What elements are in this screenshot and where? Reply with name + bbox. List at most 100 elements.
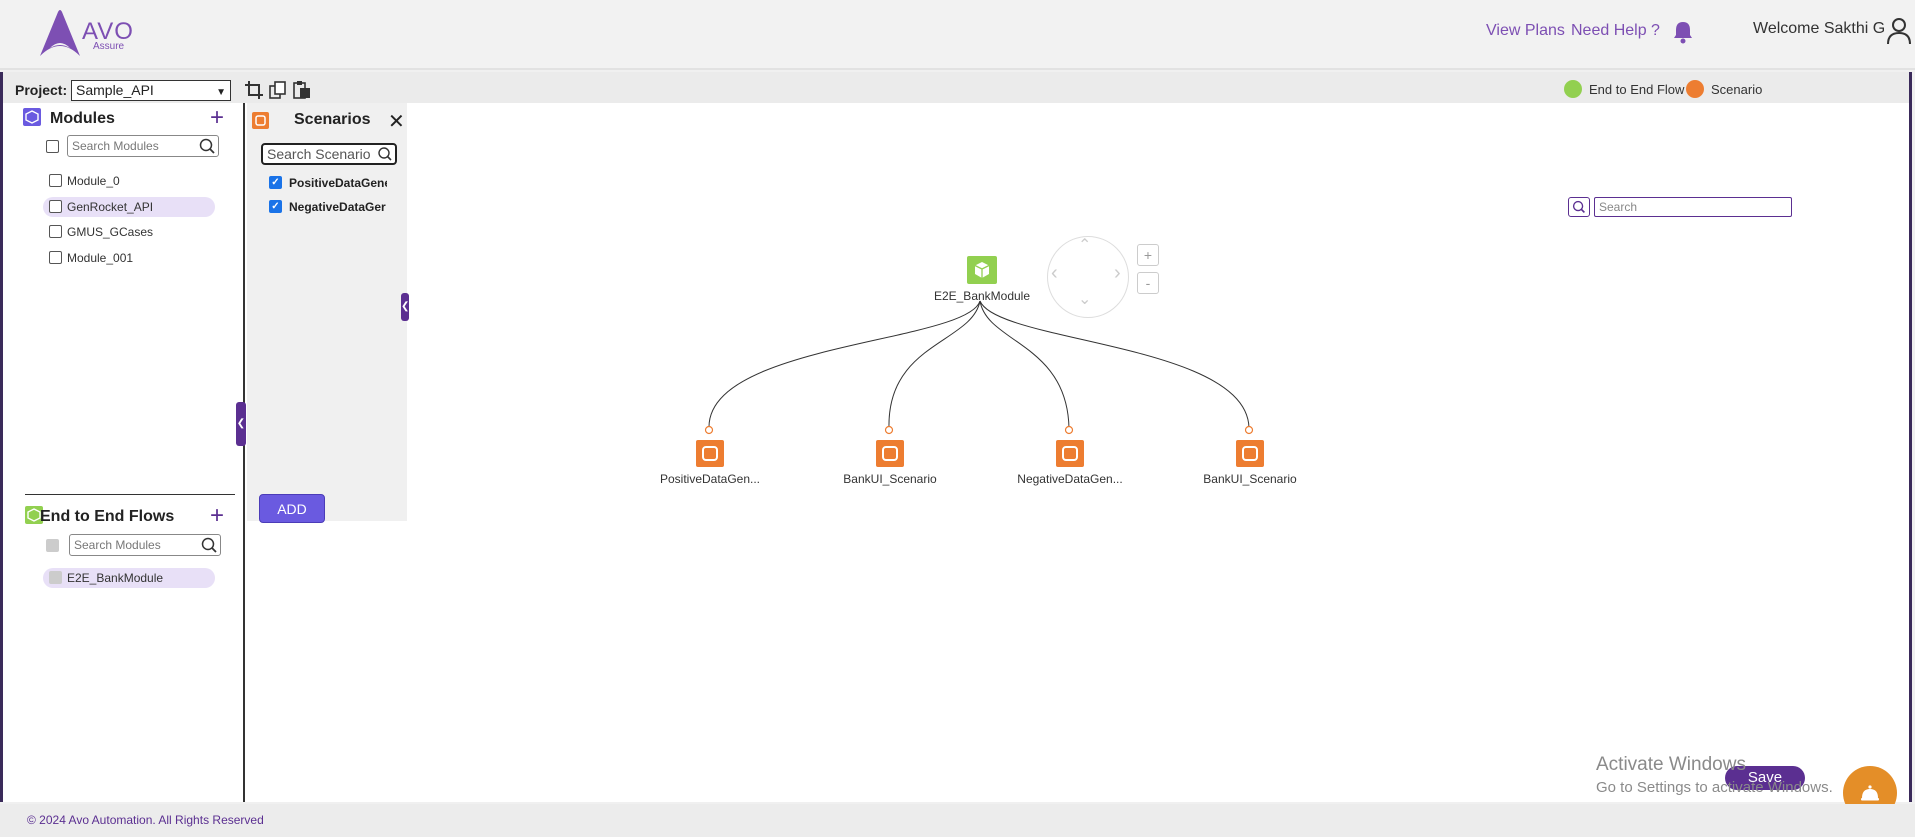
scenario-label: PositiveDataGene <box>289 176 387 190</box>
mindmap-connectors <box>704 300 1254 435</box>
avo-logo-icon[interactable] <box>20 8 140 60</box>
legend-dot-green <box>1564 80 1582 98</box>
scenario-node-label[interactable]: BankUI_Scenario <box>1203 472 1297 486</box>
select-all-modules-checkbox[interactable] <box>46 140 59 153</box>
scenario-node-label[interactable]: NegativeDataGen... <box>1017 472 1123 486</box>
activate-windows-title: Activate Windows <box>1596 754 1746 775</box>
scenario-list-item[interactable]: ✓ NegativeDataGer <box>269 200 387 214</box>
modules-title: Modules <box>50 110 115 127</box>
mindmap-workspace: Project: Sample_API ▼ End to End Flow Sc… <box>0 72 1912 802</box>
project-label: Project: <box>15 82 68 98</box>
scenario-search-placeholder: Search Scenario <box>267 146 371 162</box>
activate-windows-watermark: Activate Windows Go to Settings to activ… <box>1596 754 1833 796</box>
module-checkbox[interactable] <box>49 225 62 238</box>
legend-end-to-end-flow: End to End Flow <box>1564 80 1684 98</box>
legend-dot-orange <box>1686 80 1704 98</box>
view-plans-link[interactable]: View Plans <box>1486 22 1565 39</box>
project-toolbar: Project: Sample_API ▼ End to End Flow Sc… <box>3 72 1909 103</box>
zoom-in-button[interactable]: + <box>1137 244 1159 266</box>
module-checkbox[interactable] <box>49 200 62 213</box>
module-search-placeholder: Search Modules <box>72 139 159 153</box>
save-button[interactable]: Save <box>1725 766 1805 790</box>
scenario-search-input[interactable]: Search Scenario <box>261 143 397 165</box>
need-help-link[interactable]: Need Help ? <box>1571 22 1660 39</box>
search-icon[interactable] <box>377 146 393 162</box>
paste-icon[interactable] <box>293 81 311 99</box>
add-scenarios-button[interactable]: ADD <box>259 494 325 523</box>
module-item[interactable]: Module_001 <box>43 248 215 268</box>
canvas-search-input[interactable]: Search <box>1594 197 1792 217</box>
user-icon[interactable] <box>1886 17 1912 45</box>
mindmap-canvas[interactable]: E2E_BankModule PositiveDataGen... BankUI… <box>407 103 1909 802</box>
copyright-text: © 2024 Avo Automation. All Rights Reserv… <box>27 813 264 827</box>
flow-search-input[interactable]: Search Modules <box>69 534 221 556</box>
scenarios-panel: Scenarios ✕ Search Scenario ✓ PositiveDa… <box>247 103 409 523</box>
scenario-list-item[interactable]: ✓ PositiveDataGene <box>269 176 387 190</box>
pan-navigation-control[interactable]: ⌃ ⌄ ‹ › <box>1047 236 1129 318</box>
zoom-out-button[interactable]: - <box>1137 272 1159 294</box>
collapse-scenarios-handle[interactable]: ❮ <box>401 293 409 321</box>
scenario-label: NegativeDataGer <box>289 200 386 214</box>
scenario-node-icon[interactable] <box>876 440 904 467</box>
module-item[interactable]: Module_0 <box>43 171 215 191</box>
pan-down-icon[interactable]: ⌄ <box>1078 291 1092 308</box>
chat-bot-icon <box>1861 785 1879 801</box>
scenarios-title: Scenarios <box>294 111 371 128</box>
chevron-down-icon: ▼ <box>216 87 226 98</box>
close-icon[interactable]: ✕ <box>388 111 405 133</box>
activate-windows-subtitle: Go to Settings to activate Windows. <box>1596 779 1833 796</box>
flow-search-placeholder: Search Modules <box>74 538 161 552</box>
add-module-button[interactable]: + <box>210 104 225 131</box>
module-checkbox[interactable] <box>49 251 62 264</box>
project-select[interactable]: Sample_API ▼ <box>71 80 231 101</box>
e2e-flow-node-icon[interactable] <box>967 256 997 284</box>
root-node-label[interactable]: E2E_BankModule <box>933 289 1031 303</box>
legend-label: Scenario <box>1711 81 1763 97</box>
scenario-node-icon[interactable] <box>1236 440 1264 467</box>
scenario-icon <box>252 112 269 129</box>
module-checkbox[interactable] <box>49 174 62 187</box>
canvas-search-placeholder: Search <box>1599 200 1638 214</box>
panel-divider <box>25 494 235 495</box>
scenario-checkbox[interactable]: ✓ <box>269 200 282 213</box>
e2e-flow-icon <box>25 506 43 524</box>
scenario-node-icon[interactable] <box>1056 440 1084 467</box>
welcome-text: Welcome Sakthi G <box>1753 20 1886 37</box>
project-select-value: Sample_API <box>76 82 154 98</box>
copy-icon[interactable] <box>269 81 287 99</box>
module-label: GenRocket_API <box>67 200 154 214</box>
module-label: Module_001 <box>67 251 134 265</box>
search-icon[interactable] <box>200 536 218 554</box>
legend-label: End to End Flow <box>1589 81 1685 97</box>
flow-label: E2E_BankModule <box>67 571 164 585</box>
app-header: AVO Assure View Plans Need Help ? Welcom… <box>0 0 1915 70</box>
crop-icon[interactable] <box>245 81 263 99</box>
add-e2e-flow-button[interactable]: + <box>210 502 225 529</box>
scenario-node-icon[interactable] <box>696 440 724 467</box>
pan-right-icon[interactable]: › <box>1114 262 1121 284</box>
logo-subtitle: Assure <box>93 41 125 52</box>
logo-text: AVO <box>82 18 134 45</box>
pan-left-icon[interactable]: ‹ <box>1051 262 1058 284</box>
search-icon[interactable] <box>1568 197 1590 217</box>
module-label: GMUS_GCases <box>67 225 154 239</box>
flow-checkbox[interactable] <box>49 571 62 584</box>
scenario-node-label[interactable]: PositiveDataGen... <box>659 472 761 486</box>
modules-icon <box>23 108 41 126</box>
collapse-left-panel-handle[interactable]: ❮ <box>236 402 246 446</box>
legend-scenario: Scenario <box>1686 80 1762 98</box>
modules-panel: Modules + Search Modules Module_0 GenRoc… <box>3 103 246 802</box>
module-item[interactable]: GenRocket_API <box>43 197 215 217</box>
pan-up-icon[interactable]: ⌃ <box>1078 237 1092 254</box>
module-search-input[interactable]: Search Modules <box>67 135 219 157</box>
select-all-flows-checkbox[interactable] <box>46 539 59 552</box>
bell-icon[interactable] <box>1672 20 1694 44</box>
search-icon[interactable] <box>198 137 216 155</box>
scenario-node-label[interactable]: BankUI_Scenario <box>843 472 937 486</box>
scenario-checkbox[interactable]: ✓ <box>269 176 282 189</box>
e2e-flow-item[interactable]: E2E_BankModule <box>43 568 215 588</box>
module-label: Module_0 <box>67 174 120 188</box>
page-footer: © 2024 Avo Automation. All Rights Reserv… <box>0 804 1915 837</box>
module-item[interactable]: GMUS_GCases <box>43 222 215 242</box>
e2e-flows-title: End to End Flows <box>40 508 175 525</box>
